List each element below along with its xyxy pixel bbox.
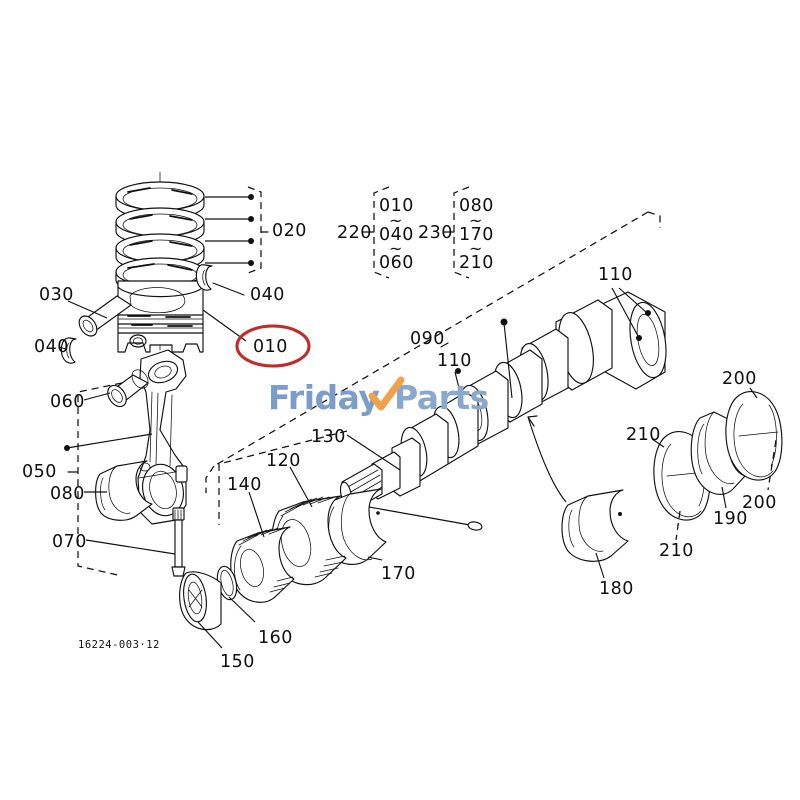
callout-label-090: 090 xyxy=(410,329,445,349)
group-220-tilde-0: ~ xyxy=(389,211,403,230)
callout-label-020: 020 xyxy=(272,221,307,241)
callout-label-210-left: 210 xyxy=(659,541,694,561)
callout-label-030: 030 xyxy=(39,285,74,305)
callout-bracket-090 xyxy=(205,211,661,493)
callout-label-040-lower: 040 xyxy=(34,337,69,357)
callout-label-140: 140 xyxy=(227,475,262,495)
callout-label-110-lower: 110 xyxy=(437,351,472,371)
connecting-rod-bolt xyxy=(171,507,186,577)
leader-210-right xyxy=(767,439,777,491)
callout-label-200-right: 200 xyxy=(722,369,757,389)
callout-label-070: 070 xyxy=(52,532,87,552)
main-bearing-180 xyxy=(561,489,629,562)
group-bracket-230 xyxy=(442,186,470,279)
group-220-tilde-1: ~ xyxy=(389,239,403,258)
callout-label-080: 080 xyxy=(50,484,85,504)
leaders-110-upper xyxy=(611,287,651,341)
collar-150 xyxy=(179,571,222,631)
callout-label-150: 150 xyxy=(220,652,255,672)
group-230-member-2: 210 xyxy=(459,253,494,273)
group-230-tilde-1: ~ xyxy=(469,239,483,258)
callout-label-210-right: 200 xyxy=(742,493,777,513)
group-bracket-220 xyxy=(361,186,390,279)
piston-rings-assembly xyxy=(115,171,205,351)
group-230-member-1: 170 xyxy=(459,225,494,245)
callout-label-170: 170 xyxy=(381,564,416,584)
piston-ring-3 xyxy=(115,233,205,272)
group-230-tilde-0: ~ xyxy=(469,211,483,230)
group-label-230: 230 xyxy=(418,223,453,243)
callout-label-160: 160 xyxy=(258,628,293,648)
callout-label-060: 060 xyxy=(50,392,85,412)
group-220-member-1: 040 xyxy=(379,225,414,245)
callout-label-050: 050 xyxy=(22,462,57,482)
callout-label-120: 120 xyxy=(266,451,301,471)
callout-label-180: 180 xyxy=(599,579,634,599)
piston-pin xyxy=(78,295,132,337)
leaders-110-lower xyxy=(454,368,461,393)
callout-label-110-upper: 110 xyxy=(598,265,633,285)
highlight-ellipse-010 xyxy=(235,324,311,368)
callout-label-130: 130 xyxy=(311,427,346,447)
group-220-member-2: 060 xyxy=(379,253,414,273)
leader-010 xyxy=(202,309,247,342)
callout-label-010: 010 xyxy=(253,337,288,357)
callout-bracket-gear-group xyxy=(218,430,348,525)
connecting-rod-bearing xyxy=(95,460,153,521)
snap-ring-upper xyxy=(195,264,245,296)
callout-label-040-upper: 040 xyxy=(250,285,285,305)
callout-bracket-050 xyxy=(67,382,123,577)
drawing-number: 16224-003·12 xyxy=(78,639,160,651)
group-220-member-0: 010 xyxy=(379,196,414,216)
group-label-220: 220 xyxy=(337,223,372,243)
connecting-rod xyxy=(137,349,188,525)
callout-label-200-left: 210 xyxy=(626,425,661,445)
callout-bracket-020 xyxy=(205,186,269,274)
connecting-rod-bushing xyxy=(107,369,149,408)
oil-pump-gear-140 xyxy=(230,526,295,603)
callout-label-190: 190 xyxy=(713,509,748,529)
thrust-washer-200-right xyxy=(725,391,783,481)
piston-body xyxy=(117,280,204,353)
group-230-member-0: 080 xyxy=(459,196,494,216)
leader-210-left xyxy=(675,510,681,541)
